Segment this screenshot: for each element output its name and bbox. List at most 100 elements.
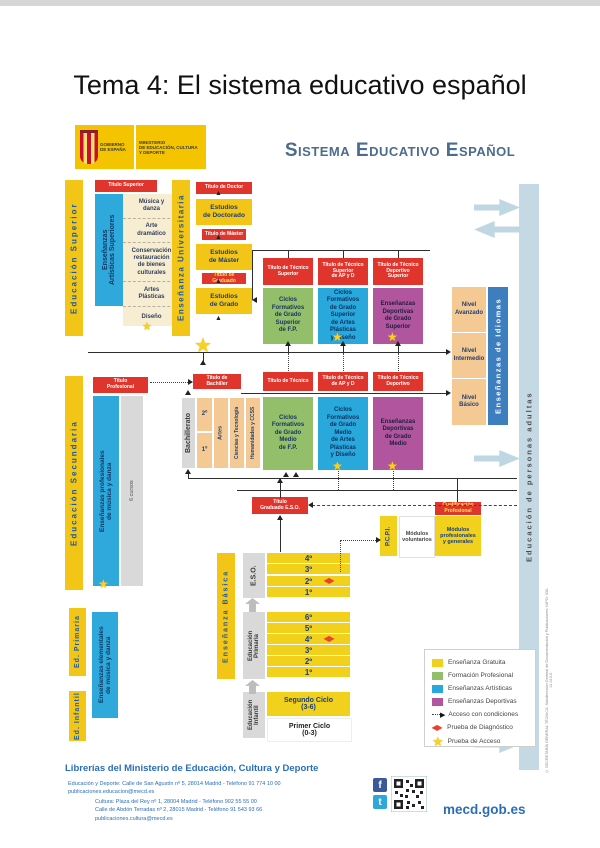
connector-line (288, 250, 289, 258)
fat-arrow-right-icon (474, 199, 520, 216)
ciclos-grado-medio-artes-box: Ciclos Formativos de Grado Medio de Arte… (318, 397, 368, 470)
prueba-acceso-star-icon: ★ (387, 330, 398, 344)
titulo-bachiller-label: Título de Bachiller (193, 374, 241, 389)
prueba-diagnostico-diamond-icon: ◆ (323, 634, 335, 643)
arrowhead (446, 349, 451, 355)
legend-item: Formación Profesional (432, 669, 535, 682)
footer-cultura-address: Cultura: Plaza del Rey nº 1, 28004 Madri… (95, 799, 263, 822)
imprint-sideways-text: © SECRETARÍA GENERAL TÉCNICA. Subdirecci… (545, 587, 553, 773)
infantil-bar: Educación Infantil (243, 692, 265, 738)
artisticas-item: Artes Plásticas (123, 282, 180, 308)
artisticas-item: Diseño (141, 313, 162, 320)
primaria-curso-5: 5º (267, 623, 350, 633)
green-swatch-icon (432, 671, 443, 680)
artisticas-item: Música y danza (123, 194, 180, 219)
prueba-acceso-star-icon: ★ (194, 335, 212, 357)
connector-dotted (150, 382, 188, 383)
musica-profesional-bar: Enseñanzas profesionales de música y dan… (93, 396, 119, 586)
arrow-up-icon: ▲ (215, 190, 222, 197)
connector-line (280, 478, 281, 498)
ciclos-grado-medio-fp-box: Ciclos Formativos de Grado Medio de F.P. (263, 397, 313, 470)
titulo-doctor-label: Título de Doctor (196, 182, 252, 194)
eso-curso-2: 2º (267, 576, 350, 586)
deportivas-grado-superior-box: Enseñanzas Deportivas de Grado Superior (373, 288, 423, 344)
arrowhead (188, 379, 193, 385)
titulo-tecnico-deportivo-superior-label: Título de Técnico Deportivo Superior (373, 258, 423, 285)
connector-line (252, 250, 430, 251)
diagram-title: Sistema Educativo Español (284, 140, 516, 161)
prueba-acceso-star-icon: ★ (142, 321, 152, 333)
connector-dashed (312, 505, 517, 506)
legend-box: Enseñanza Gratuita Formación Profesional… (424, 649, 536, 748)
connector-dotted (340, 540, 341, 572)
nivel-intermedio-box: Nivel Intermedio (452, 333, 486, 379)
diamond-icon: ◆ (431, 723, 443, 732)
arrowhead (340, 341, 346, 346)
connector-line (188, 478, 517, 479)
infantil-segundo-ciclo: Segundo Ciclo (3-6) (267, 692, 350, 716)
spain-coat-of-arms-icon (80, 130, 98, 164)
dotted-line-icon (432, 714, 440, 715)
titulo-master-label: Título de Máster (202, 229, 246, 240)
connector-line (203, 353, 204, 363)
eso-curso-1: 1º (267, 587, 350, 597)
legend-label: Formación Profesional (448, 672, 514, 679)
basica-bar: Enseñanza Básica (217, 553, 235, 679)
deportivas-grado-medio-box: Enseñanzas Deportivas de Grado Medio (373, 397, 423, 470)
stage-bar-ed-primaria: Ed. Primaria (69, 608, 86, 676)
estudios-doctorado-box: Estudios de Doctorado (196, 199, 252, 225)
ministerio-text: MINISTERIO DE EDUCACIÓN, CULTURA Y DEPOR… (139, 139, 198, 155)
pcpi-bar: P.C.P.I. (380, 516, 397, 556)
connector-dotted (343, 353, 344, 371)
prueba-acceso-star-icon: ★ (387, 459, 398, 473)
arrowhead (446, 390, 451, 396)
legend-item: ◆ Prueba de Diagnóstico (432, 721, 535, 734)
musica-cursos-bar: 6 cursos (121, 396, 143, 586)
artisticas-items-box: Música y danza Arte dramático Conservaci… (123, 194, 180, 326)
fat-arrow-left-icon (474, 221, 520, 238)
titulo-tecnico-superior-label: Título de Técnico Superior (263, 258, 313, 285)
arrowhead (252, 297, 257, 303)
purple-swatch-icon (432, 697, 443, 706)
arrowhead (376, 537, 381, 543)
connector-line (288, 346, 289, 352)
fat-arrow-right-icon (474, 450, 520, 467)
eso-bar: E.S.O. (243, 553, 265, 598)
ciclos-grado-superior-fp-box: Ciclos Formativos de Grado Superior de F… (263, 288, 313, 344)
titulo-tecnico-superior-apd-label: Título de Técnico Superior de AP y D (318, 258, 368, 285)
bachillerato-curso-1: 1º (197, 433, 212, 468)
prueba-acceso-star-icon: ★ (98, 577, 109, 591)
modulos-voluntarios-box: Módulos voluntarios (399, 516, 435, 558)
legend-label: Enseñanzas Artísticas (448, 685, 512, 692)
footer-heading: Librerías del Ministerio de Educación, C… (65, 763, 319, 774)
footer-educacion-address: Educación y Deporte: Calle de San Agustí… (68, 781, 281, 796)
cyan-swatch-icon (432, 684, 443, 693)
modulos-profesionales-box: Módulos profesionales y generales (435, 516, 481, 556)
legend-label: Prueba de Acceso (447, 737, 501, 745)
eso-curso-3: 3º (267, 564, 350, 574)
twitter-icon: t (373, 795, 387, 809)
arrow-up-icon: ▲ (215, 315, 222, 322)
legend-label: Enseñanza Gratuita (448, 659, 506, 666)
titulo-graduado-label: Título de Graduado (202, 272, 246, 284)
ciclos-grado-superior-artes-box: Ciclos Formativos de Grado Superior de A… (318, 288, 368, 344)
arrowhead (285, 341, 291, 346)
titulo-graduado-eso-label: Título Graduado E.S.O. (252, 497, 308, 514)
titulo-tecnico-label: Título de Técnico (263, 372, 313, 391)
prueba-acceso-star-icon: ★ (332, 459, 343, 473)
connector-line (88, 352, 446, 353)
arrowhead (185, 469, 191, 474)
arrowhead (283, 472, 289, 477)
gobierno-text: GOBIERNO DE ESPAÑA (100, 142, 126, 152)
primaria-curso-1: 1º (267, 667, 350, 677)
connector-line (457, 478, 458, 502)
musica-elemental-bar: Enseñanzas elementales de música y danza (92, 612, 118, 718)
legend-label: Acceso con condiciones (448, 711, 519, 718)
connector-line (343, 250, 344, 258)
artisticas-item: Arte dramático (123, 218, 180, 244)
arrow-up-icon: ▲ (215, 234, 222, 241)
estudios-grado-box: Estudios de Grado (196, 288, 252, 314)
estudios-master-box: Estudios de Máster (196, 244, 252, 270)
arrowhead (185, 390, 191, 395)
prueba-acceso-star-icon: ★ (332, 330, 343, 344)
